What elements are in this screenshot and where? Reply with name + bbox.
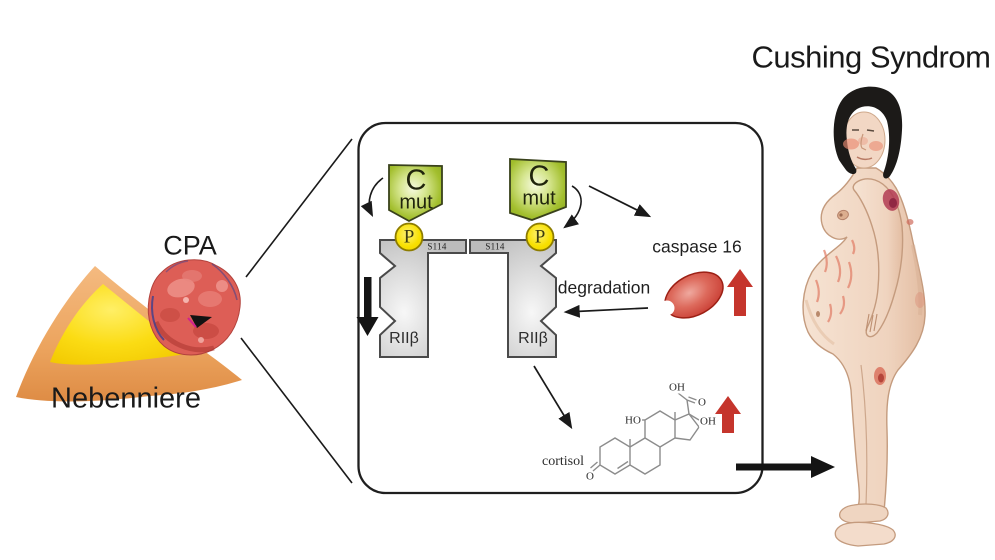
tumor-marker-triangle [190,315,212,328]
cmut-label-left: C mut [399,164,433,214]
degradation-arrow [563,304,649,318]
caspase-increase-arrow-icon [727,269,753,316]
s114-label-left: S114 [427,241,447,252]
riibeta-to-cortisol-arrow [533,365,573,430]
riibeta-right-subunit [469,239,557,358]
riibeta-left-subunit [379,239,467,358]
cmut-pentagon-left [388,164,443,223]
cmut-c-text: C [528,160,550,193]
chem-oh-c17-label: OH [699,415,717,428]
patient-face-features [852,129,875,161]
chem-ho-c11-label: HO [624,414,642,427]
cushing-patient-illustration [802,86,926,547]
cortisol-label: cortisol [542,454,584,469]
nebenniere-label: Nebenniere [51,382,201,415]
patient-foot-back [839,503,889,524]
adrenal-gland-illustration [16,266,242,402]
degradation-label: degradation [557,277,651,298]
cmut-label-right: C mut [522,160,556,210]
patient-foot-front [834,521,896,547]
cmut-pentagon-right [509,158,567,221]
s114-label-right: S114 [485,241,505,252]
patient-leg-divider [860,364,868,506]
cpa-label: CPA [163,230,217,261]
cmut-right-binding-arrow [563,185,582,229]
phospho-circle-left [394,222,424,252]
phospho-label-right: P [534,226,546,248]
cushing-syndrom-label: Cushing Syndrom [751,39,991,75]
cheek-blush-right [869,141,883,151]
patient-hair [833,86,903,179]
riibeta-label-right: RIIβ [518,330,548,347]
cpa-tumor-illustration [147,259,241,356]
phospho-circle-right [525,222,555,252]
cortisol-export-arrow-icon [736,456,835,478]
caspase-label: caspase 16 [652,236,742,257]
belly-striae [814,239,856,323]
cmut-to-caspase-arrow [588,185,652,218]
cmut-left-binding-arrow [360,177,384,218]
zoom-line-bottom [240,337,353,484]
riibeta-label-left: RIIβ [389,330,419,347]
cortisol-structure [590,392,700,475]
riibeta-dimer-shape [379,239,557,358]
caspase-enzyme-blob [659,271,724,319]
cortisol-increase-arrow-icon [715,396,741,433]
mechanism-box [357,121,764,495]
zoom-line-top [245,138,353,278]
chem-oh-c21-label: OH [668,381,686,394]
cmut-mut-text: mut [522,187,556,210]
patient-fingers [865,313,878,333]
cmut-mut-text: mut [399,191,433,214]
patient-body [802,167,926,513]
cheek-blush-left [843,138,859,150]
patient-nipple [837,209,849,221]
phospho-label-left: P [403,226,415,248]
chem-o-c20-label: O [697,396,707,409]
chem-o-c3-label: O [585,470,595,483]
adrenal-medulla-shape [50,284,186,365]
riibeta-decrease-arrow-icon [356,277,379,336]
cmut-c-text: C [405,164,427,197]
